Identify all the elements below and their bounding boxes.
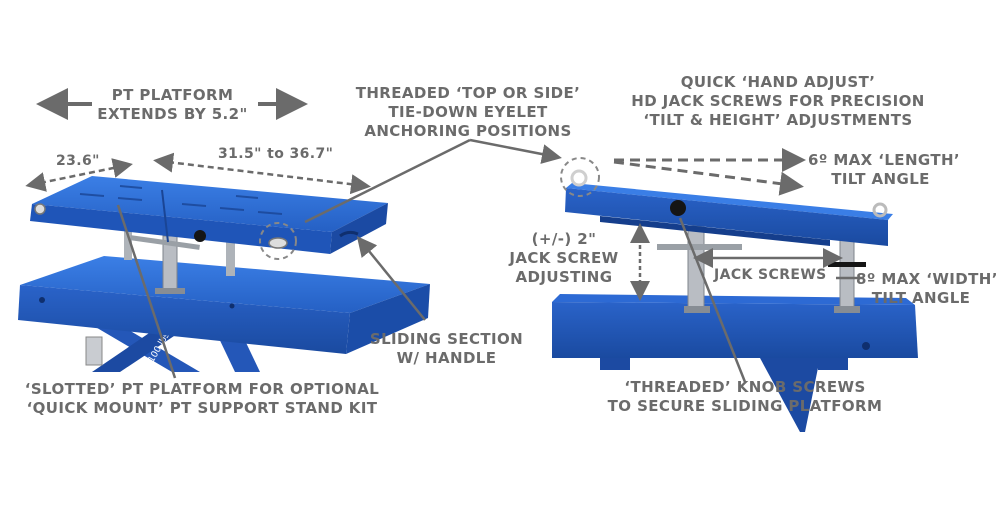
sliding-leader bbox=[356, 236, 426, 321]
knob-screw-icon bbox=[194, 230, 206, 242]
sliding-line-2: W/ HANDLE bbox=[396, 349, 497, 367]
sliding-section-label: SLIDING SECTION W/ HANDLE bbox=[364, 330, 529, 368]
width-tilt-line-2: TILT ANGLE bbox=[871, 289, 971, 307]
sliding-line-1: SLIDING SECTION bbox=[369, 330, 524, 348]
pt-platform-line-1: PT PLATFORM bbox=[111, 86, 234, 104]
hand-adjust-line-1: QUICK ‘HAND ADJUST’ bbox=[680, 73, 876, 91]
length-tilt-line-1: 6º MAX ‘LENGTH’ bbox=[808, 151, 961, 169]
knob-line-1: ‘THREADED’ KNOB SCREWS bbox=[624, 378, 866, 396]
jack-adjust-label: (+/-) 2" JACK SCREW ADJUSTING bbox=[500, 230, 628, 287]
slotted-line-2: ‘QUICK MOUNT’ PT SUPPORT STAND KIT bbox=[26, 399, 378, 417]
knob-screw-icon bbox=[670, 200, 686, 216]
left-lift-table: 1100 lbs bbox=[18, 176, 430, 372]
right-platform-top bbox=[566, 183, 893, 220]
eyelet-icon bbox=[34, 203, 46, 215]
length-tilt-label: 6º MAX ‘LENGTH’ TILT ANGLE bbox=[808, 151, 961, 189]
pt-platform-line-2: EXTENDS BY 5.2" bbox=[97, 105, 248, 123]
width-dimension-label: 23.6" bbox=[56, 153, 100, 169]
eyelet-line-2: TIE-DOWN EYELET bbox=[388, 103, 548, 121]
base-table-side bbox=[18, 285, 350, 354]
knob-screws-label: ‘THREADED’ KNOB SCREWS TO SECURE SLIDING… bbox=[595, 378, 895, 416]
hand-adjust-label: QUICK ‘HAND ADJUST’ HD JACK SCREWS FOR P… bbox=[608, 73, 948, 130]
eyelet-label: THREADED ‘TOP OR SIDE’ TIE-DOWN EYELET A… bbox=[352, 84, 584, 141]
eyelet-icon bbox=[268, 237, 288, 249]
eyelet-icon bbox=[872, 202, 888, 218]
width-dimension-arrow bbox=[25, 158, 133, 192]
width-tilt-label: 8º MAX ‘WIDTH’ TILT ANGLE bbox=[856, 270, 998, 308]
length-dimension-label: 31.5" to 36.7" bbox=[218, 146, 334, 162]
hand-adjust-line-2: HD JACK SCREWS FOR PRECISION bbox=[631, 92, 925, 110]
eyelet-highlight-circle bbox=[259, 222, 297, 260]
width-tilt-line-1: 8º MAX ‘WIDTH’ bbox=[856, 270, 998, 288]
pt-platform-label: PT PLATFORM EXTENDS BY 5.2" bbox=[95, 86, 250, 124]
right-lift-table bbox=[552, 157, 918, 432]
jack-adjust-line-1: (+/-) 2" bbox=[531, 230, 597, 248]
base-table-top bbox=[20, 256, 430, 313]
hand-adjust-line-3: ‘TILT & HEIGHT’ ADJUSTMENTS bbox=[643, 111, 913, 129]
eyelet-leader-left bbox=[304, 138, 471, 224]
eyelet-highlight-circle bbox=[560, 157, 600, 197]
handle-icon bbox=[339, 230, 359, 238]
length-tilt-arrow-2 bbox=[613, 160, 804, 196]
jack-adjust-line-3: ADJUSTING bbox=[515, 268, 613, 286]
jack-screws-label: JACK SCREWS bbox=[714, 267, 827, 283]
jack-adjust-line-2: JACK SCREW bbox=[509, 249, 619, 267]
knob-leader bbox=[678, 217, 747, 383]
eyelet-line-1: THREADED ‘TOP OR SIDE’ bbox=[355, 84, 581, 102]
slotted-platform-label: ‘SLOTTED’ PT PLATFORM FOR OPTIONAL ‘QUIC… bbox=[2, 380, 402, 418]
left-jack-screws bbox=[124, 228, 235, 294]
eyelet-leader-right bbox=[469, 138, 562, 164]
eyelet-line-3: ANCHORING POSITIONS bbox=[364, 122, 572, 140]
slide-seam bbox=[161, 189, 169, 243]
capacity-plate bbox=[85, 336, 103, 366]
slotted-line-1: ‘SLOTTED’ PT PLATFORM FOR OPTIONAL bbox=[24, 380, 380, 398]
slotted-leader bbox=[116, 204, 177, 379]
right-base-side bbox=[552, 302, 918, 358]
eyelet-icon bbox=[570, 169, 588, 187]
length-dimension-arrow bbox=[153, 152, 371, 195]
knob-line-2: TO SECURE SLIDING PLATFORM bbox=[607, 397, 883, 415]
pt-platform-side bbox=[30, 204, 332, 254]
length-tilt-line-2: TILT ANGLE bbox=[831, 170, 930, 188]
right-platform-side bbox=[565, 188, 888, 246]
annotation-arrows bbox=[25, 88, 864, 383]
